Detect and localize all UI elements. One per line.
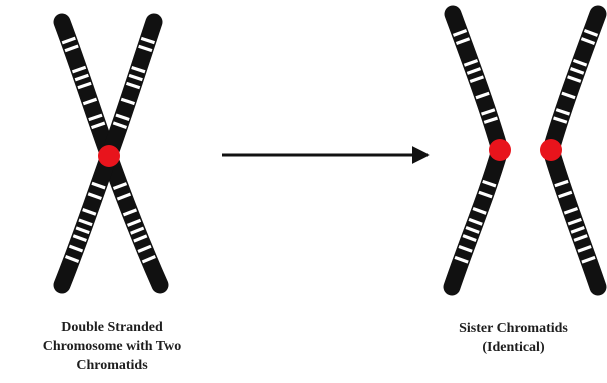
- chromatid-a-band: [130, 226, 145, 235]
- chromatid-a-band: [82, 97, 98, 106]
- chromatid-a-band: [116, 192, 132, 201]
- chromatid-a-band: [112, 182, 128, 191]
- chromatid-b-band: [125, 81, 141, 90]
- sister-2-band: [569, 67, 585, 75]
- sister-1-band: [468, 217, 483, 226]
- right-caption: Sister Chromatids (Identical): [420, 319, 607, 357]
- chromatid-a-band: [61, 36, 76, 45]
- sister-1-band: [466, 67, 482, 75]
- sister-1-band: [482, 179, 497, 188]
- left-caption: Double Stranded Chromosome with Two Chro…: [0, 318, 224, 375]
- sister-1-band: [452, 29, 468, 37]
- chromatid-b-band: [68, 244, 84, 253]
- chromatid-b-band: [115, 113, 130, 122]
- chromatid-a-band: [90, 121, 106, 130]
- chromatid-a-band: [74, 73, 89, 82]
- chromatid-a-band: [133, 234, 148, 243]
- sister-2-band: [555, 108, 571, 116]
- sister-1-band: [475, 91, 490, 100]
- chromatid-a-band: [88, 113, 103, 122]
- right-caption-line2: (Identical): [482, 340, 545, 355]
- sister-1-band: [455, 37, 471, 46]
- sister-2-band: [567, 75, 582, 83]
- sister-1-band: [483, 116, 499, 124]
- chromatid-b-band: [112, 121, 128, 129]
- right-caption-line1: Sister Chromatids: [459, 321, 568, 336]
- sister-2-band: [558, 190, 573, 199]
- chromatid-a-band: [77, 81, 92, 90]
- chromatid-b-band: [131, 65, 146, 74]
- chromatid-a-band: [71, 65, 87, 74]
- sister-2-band: [563, 206, 579, 215]
- sister-1-band: [472, 207, 487, 215]
- sister-2-band: [572, 58, 588, 67]
- centromere-sister-left: [489, 139, 511, 161]
- left-caption-line1: Double Stranded: [61, 320, 163, 335]
- chromatid-b-band: [75, 226, 90, 235]
- sister-2-band: [577, 244, 592, 253]
- sister-2-band: [570, 225, 585, 234]
- sister-2-band: [580, 37, 596, 46]
- sister-1-band: [458, 244, 473, 253]
- sister-chromatids: [443, 5, 607, 296]
- sister-2-band: [561, 91, 576, 100]
- centromere-left: [98, 145, 120, 167]
- chromatid-b-band: [138, 44, 153, 53]
- left-caption-line2: Chromosome with Two: [42, 339, 182, 354]
- sister-1-band: [469, 75, 484, 84]
- sister-1-band: [478, 190, 493, 199]
- sister-2-band: [553, 116, 568, 124]
- chromatid-a-band: [126, 218, 142, 227]
- chromatid-b-band: [120, 97, 136, 106]
- left-caption-line3: Chromatids: [76, 358, 148, 373]
- chromatid-b-band: [87, 192, 102, 200]
- chromatid-b-band: [128, 73, 143, 82]
- sister-2-band: [583, 29, 599, 37]
- sister-2-band: [554, 179, 569, 188]
- sister-2-band: [573, 234, 588, 242]
- chromatid-a-band: [141, 255, 156, 264]
- sister-1-band: [462, 234, 477, 242]
- chromatid-b-band: [91, 181, 106, 190]
- chromatid-b-band: [140, 36, 156, 45]
- sister-1-band: [465, 225, 480, 234]
- chromatid-a-band: [122, 208, 138, 217]
- chromatid-b-band: [82, 208, 97, 216]
- sister-2-band: [567, 217, 582, 226]
- chromatid-b-band: [72, 234, 87, 243]
- chromatid-b-band: [64, 255, 80, 263]
- sister-1-band: [454, 255, 469, 264]
- double-stranded-chromosome: [53, 13, 169, 294]
- chromatid-a-band: [64, 44, 79, 53]
- centromere-sister-right: [540, 139, 562, 161]
- sister-1-band: [463, 58, 479, 67]
- chromatid-b-band: [78, 218, 93, 227]
- sister-1-band: [481, 108, 496, 116]
- sister-2-band: [581, 255, 596, 264]
- chromatid-a-band: [137, 244, 152, 254]
